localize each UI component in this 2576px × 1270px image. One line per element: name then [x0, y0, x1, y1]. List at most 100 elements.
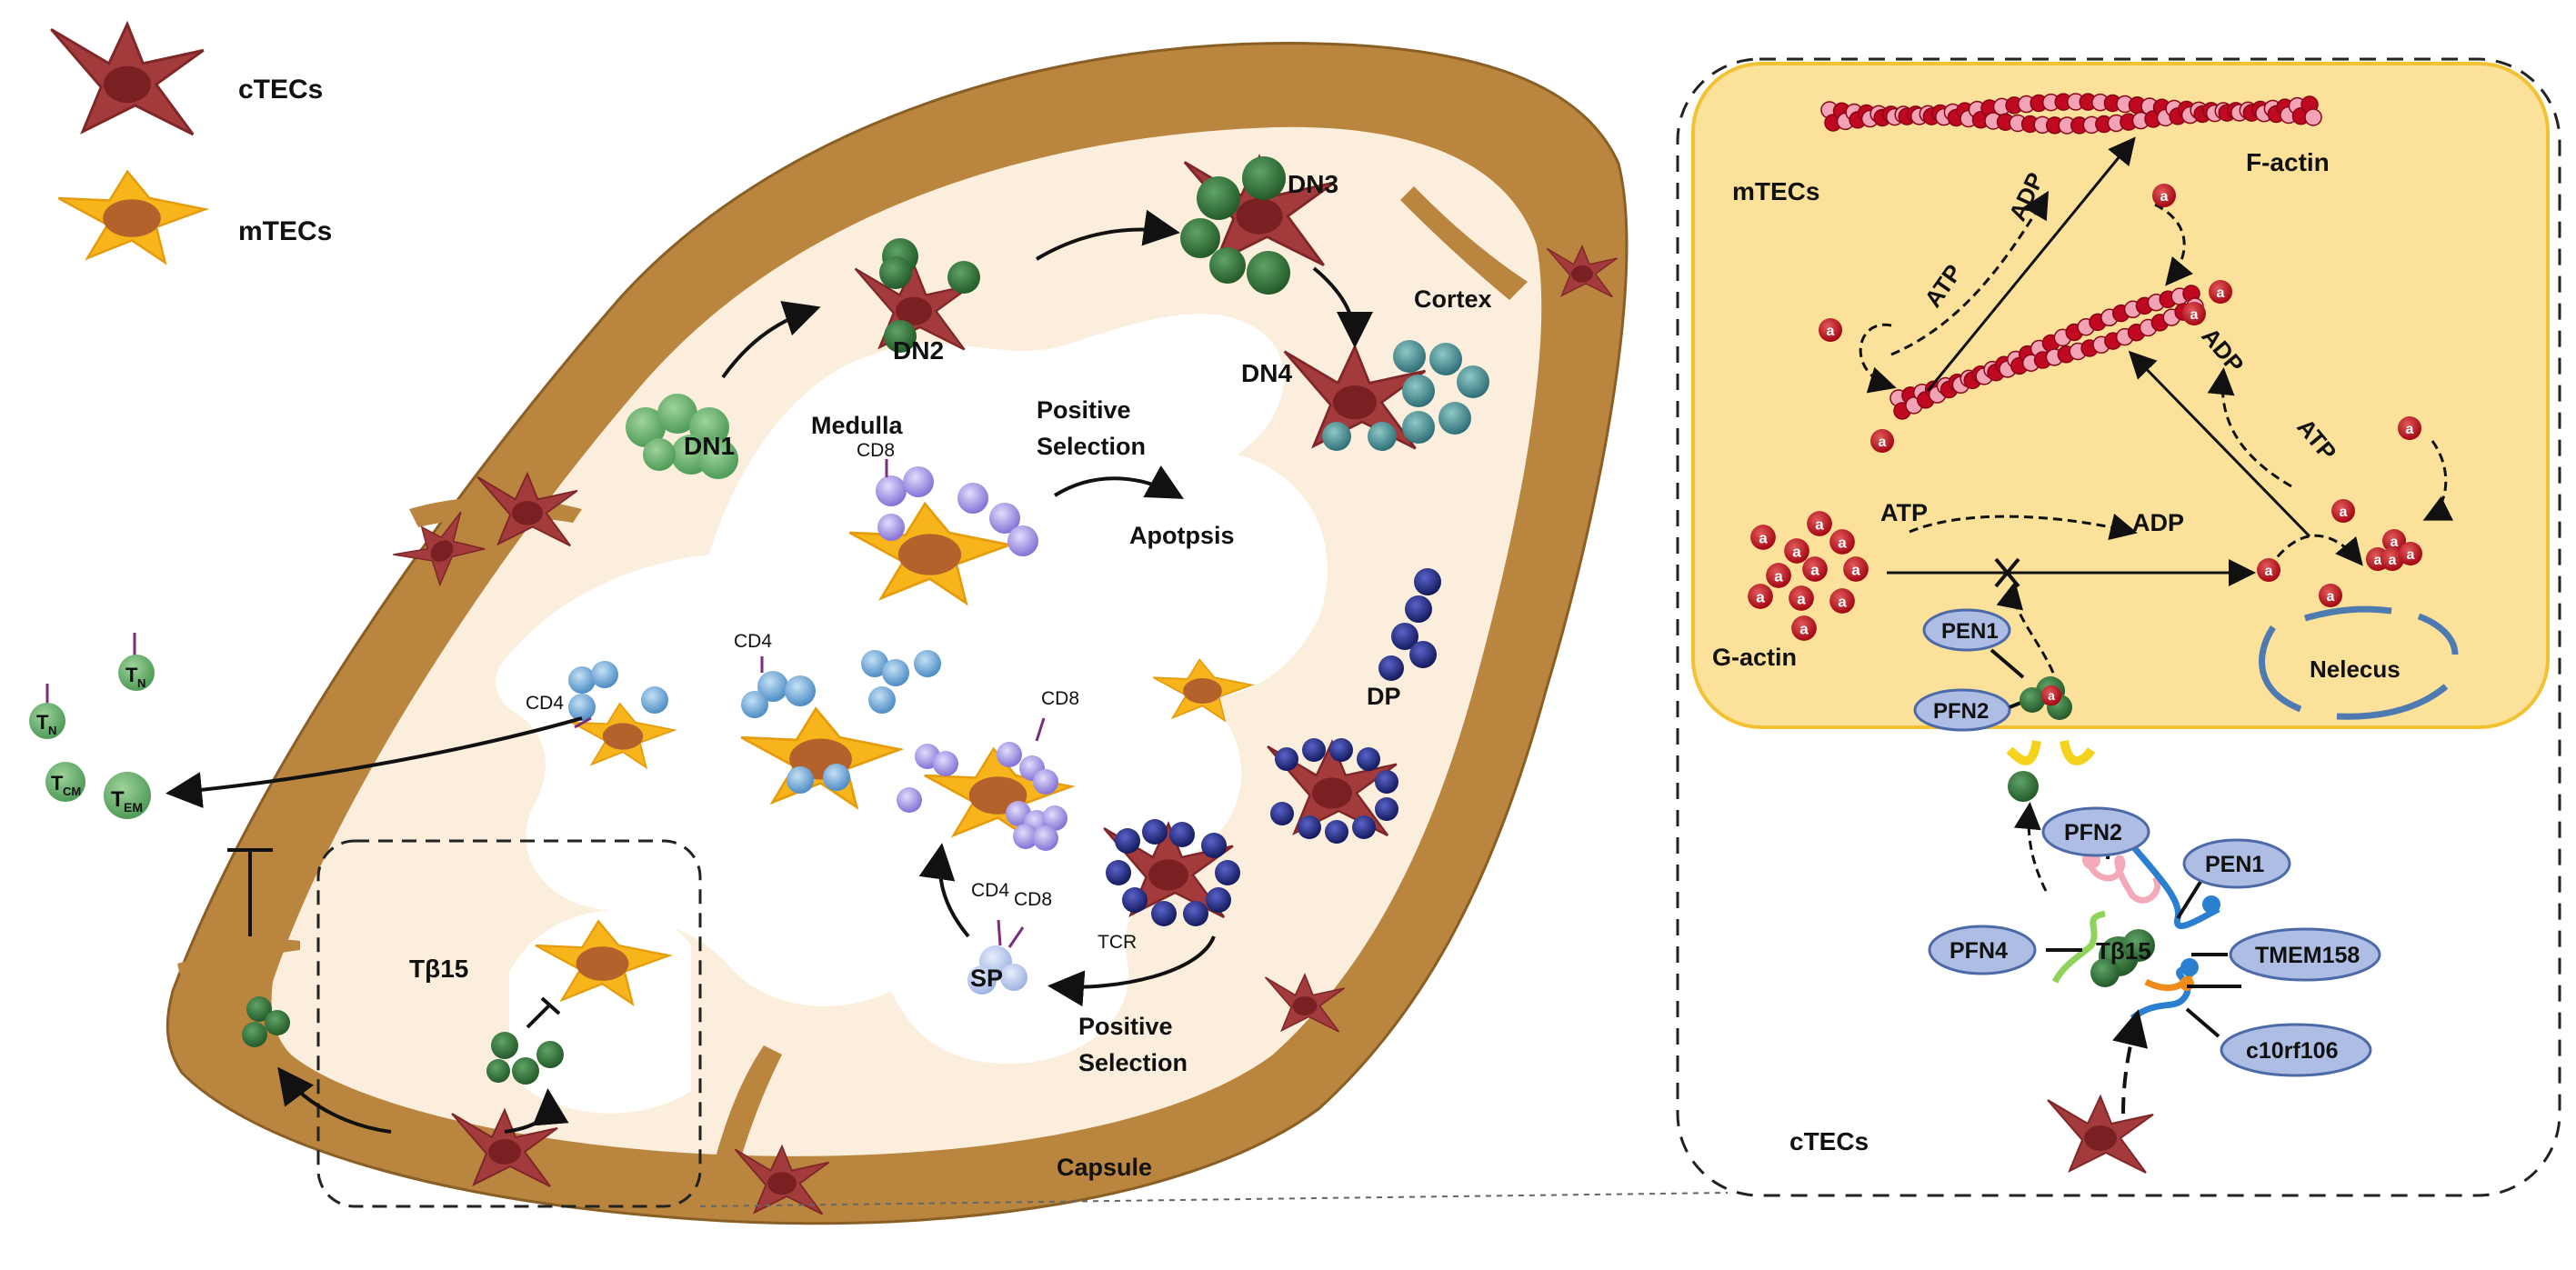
arrow-sp-mtec	[918, 843, 970, 938]
tb15-label-detail: Tβ15	[2096, 937, 2151, 965]
mtec-cd4-cluster: CD4	[734, 631, 941, 809]
pfn2-protein-top: PFN2	[1913, 688, 2011, 732]
nucleus: Nelecus	[2259, 605, 2459, 720]
actin-monomer	[2319, 584, 2342, 607]
arrow-return	[2128, 350, 2311, 538]
legend-mtec-icon	[56, 170, 207, 265]
cd8-label-c: CD8	[1014, 889, 1052, 910]
tn-sub-a: N	[48, 724, 56, 737]
peripheral-t-cells: T N T N T CM T EM	[29, 633, 583, 819]
arrow-polymerize	[1926, 136, 2136, 392]
cd8-label-a: CD8	[857, 440, 895, 461]
tb15-complex: Tβ15	[2051, 843, 2220, 1021]
tb15-capsule-molecules	[242, 996, 290, 1047]
pfn2-protein: PFN2	[2041, 806, 2150, 857]
legend: cTECs mTECs	[49, 22, 332, 265]
f-actin-filament-top	[1820, 93, 2322, 135]
detail-mtecs-label: mTECs	[1732, 177, 1819, 205]
tcm-sub: CM	[63, 785, 81, 798]
mtec-cd4-left: CD4	[526, 661, 677, 770]
atp-label-3: ATP	[1880, 499, 1928, 526]
positive-selection-top-1: Positive	[1037, 396, 1131, 424]
f-actin-label: F-actin	[2246, 148, 2330, 176]
arrow-adp-atp	[2207, 367, 2292, 488]
actin-monomer	[2257, 558, 2280, 582]
dn4-cluster: DN4	[1241, 340, 1489, 451]
arrow-monomer-drop	[2422, 440, 2454, 521]
dp-cluster: DP	[1266, 568, 1441, 844]
capsule-label: Capsule	[1057, 1154, 1152, 1181]
arrow-tb15-release	[504, 1088, 569, 1134]
actin-monomer	[2209, 280, 2232, 304]
c10rf106-protein: c10rf106	[2220, 1023, 2372, 1077]
tcr-label: TCR	[1098, 932, 1137, 953]
c10rf106-label: c10rf106	[2246, 1038, 2338, 1064]
dn1-label: DN1	[684, 432, 735, 460]
actin-monomer	[2182, 302, 2206, 325]
cd4-label-a: CD4	[734, 631, 772, 652]
pen1-protein: PEN1	[2182, 838, 2291, 889]
g-actin-label: G-actin	[1712, 644, 1797, 671]
pfn4-protein: PFN4	[1928, 925, 2037, 975]
positive-selection-bottom-2: Selection	[1078, 1049, 1188, 1076]
dn2-label: DN2	[893, 336, 944, 365]
detail-ctec-cell	[2048, 1096, 2153, 1173]
cortex-label: Cortex	[1414, 285, 1492, 313]
arrow-tb15-left	[277, 1066, 392, 1134]
cd4-label-c: CD4	[971, 880, 1009, 901]
dn4-label: DN4	[1241, 359, 1292, 387]
tcm-label: T	[51, 772, 64, 795]
arrow-ctec-secrete	[2112, 1009, 2149, 1115]
legend-ctec-icon	[49, 22, 205, 136]
detail-dashed-frame	[1676, 57, 2561, 1197]
tb15-molecules	[486, 1032, 564, 1085]
dn3-cluster: DN3	[1180, 155, 1338, 295]
arrow-dn2-dn3	[1035, 209, 1180, 261]
positive-selection-top-2: Selection	[1037, 433, 1146, 460]
tem-sub: EM	[124, 800, 143, 815]
pfn2-label: PFN2	[2064, 820, 2122, 845]
pfn4-label: PFN4	[1950, 938, 2008, 964]
septum	[709, 1045, 782, 1191]
actin-monomer	[1819, 318, 1842, 342]
thymus-lobe: DN1 DN2 DN3 DN4 Medull	[165, 42, 1629, 1225]
cd4-label-b: CD4	[526, 693, 564, 714]
detail-ctecs-label: cTECs	[1789, 1127, 1869, 1155]
ctec-dp-lower	[1102, 819, 1240, 926]
arrow-monomer-join	[1859, 323, 1897, 394]
inhibit-line	[526, 1003, 552, 1029]
pen1-protein-top: PEN1	[1922, 608, 2011, 652]
membrane-receptor	[2006, 739, 2096, 765]
tb15-actin-complex	[2020, 676, 2072, 720]
actin-monomer	[2398, 416, 2421, 440]
septum	[177, 939, 300, 982]
arrow-egress	[165, 716, 583, 808]
tn-sub-b: N	[137, 676, 145, 690]
tn-label-b: T	[125, 664, 138, 686]
t-effector-memory-cell: T EM	[104, 772, 151, 819]
legend-ctecs-label: cTECs	[238, 75, 323, 105]
arrow-dn1-dn2	[721, 301, 821, 379]
tb15-inset-box	[316, 839, 702, 1208]
arrow-tb15-uptake	[2013, 802, 2048, 892]
arrow-depolymerize	[2154, 203, 2193, 286]
mtec-cd8-cluster: CD8	[847, 440, 1038, 605]
sp-label: SP	[970, 965, 1003, 992]
pfn2-label-top: PFN2	[1933, 699, 1989, 724]
pen1-label-top: PEN1	[1941, 619, 1999, 644]
legend-mtecs-label: mTECs	[238, 216, 332, 246]
nucleus-label: Nelecus	[2310, 655, 2401, 683]
arrow-sequester	[1996, 581, 2055, 674]
adp-label-3: ADP	[2132, 509, 2184, 536]
dp-label: DP	[1367, 683, 1401, 710]
arrow-apoptosis	[1053, 465, 1184, 499]
arrow-monomer-pool	[2267, 534, 2363, 569]
actin-monomer	[2331, 499, 2355, 523]
dn1-cluster: DN1	[626, 394, 738, 479]
tn-label-a: T	[36, 711, 49, 734]
tb15-entering	[2008, 771, 2039, 802]
arrow-dp-sp	[1047, 935, 1216, 1007]
arrow-atp-adp-3	[1909, 513, 2138, 541]
medulla-label: Medulla	[811, 412, 903, 439]
cd8-label-b: CD8	[1041, 688, 1079, 709]
